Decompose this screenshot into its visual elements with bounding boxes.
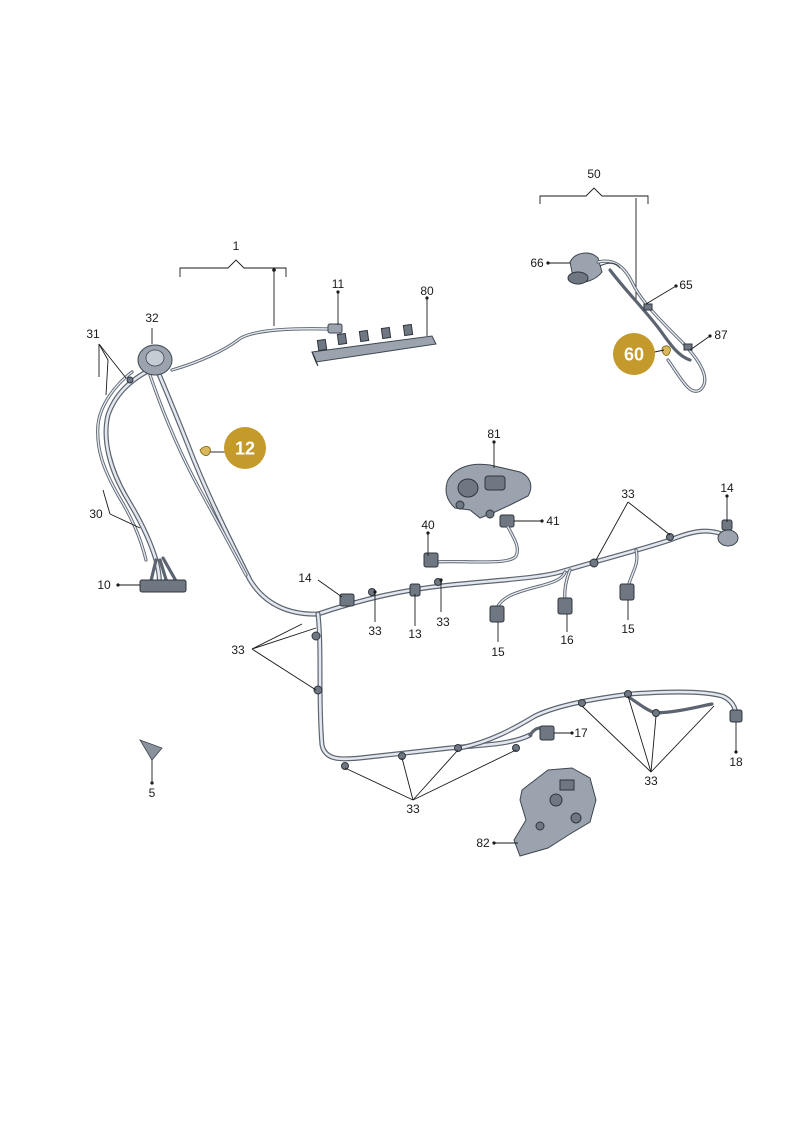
connector-17: [539, 725, 555, 741]
callout-87: 87: [714, 328, 728, 342]
callout-33-mid-left: 33: [368, 624, 382, 638]
connector-11: [327, 323, 343, 334]
callout-81: 81: [487, 427, 501, 441]
callout-33-mid: 33: [436, 615, 450, 629]
callout-33-right: 33: [644, 774, 658, 788]
callout-31: 31: [86, 327, 100, 341]
lock-82: [513, 767, 597, 857]
badge-12[interactable]: 12: [224, 427, 266, 469]
connector-18: [729, 709, 743, 723]
washer-assembly-50: [567, 252, 707, 393]
callout-13: 13: [408, 627, 422, 641]
callout-65: 65: [679, 278, 693, 292]
callout-10: 10: [97, 578, 111, 592]
callout-33-left: 33: [231, 643, 245, 657]
callout-16: 16: [560, 633, 574, 647]
callout-17: 17: [574, 726, 588, 740]
sensor-connector-15-b: [619, 583, 635, 601]
callout-32: 32: [145, 311, 159, 325]
sensor-connector-16: [557, 597, 573, 615]
callout-11: 11: [332, 277, 345, 291]
badge-12-label: 12: [235, 439, 255, 459]
callout-33-top-right: 33: [621, 487, 635, 501]
connector-40: [423, 552, 439, 568]
bracket-1: [179, 259, 287, 326]
connector-14-left: [339, 593, 355, 607]
connector-10: [139, 579, 187, 593]
callout-14-right: 14: [720, 481, 734, 495]
connector-41: [434, 514, 520, 564]
callout-1: 1: [233, 239, 240, 253]
callout-30: 30: [89, 507, 103, 521]
callout-40: 40: [421, 518, 435, 532]
callout-33-bottom: 33: [406, 802, 420, 816]
callout-66: 66: [530, 256, 544, 270]
callout-80: 80: [420, 284, 434, 298]
callout-5: 5: [149, 786, 156, 800]
clip-12: [199, 446, 211, 456]
wiper-motor-81: [445, 463, 532, 519]
callout-15-left: 15: [491, 645, 505, 659]
connector-strip-80: [311, 323, 437, 367]
callout-labels: 1 50 31 32 11 80 30 10 81 40 41 33 14 14…: [86, 167, 743, 850]
bracket-50: [539, 187, 649, 300]
grommet-32: [137, 344, 173, 376]
callout-50: 50: [587, 167, 601, 181]
badge-60-label: 60: [624, 345, 644, 365]
callout-41: 41: [546, 514, 560, 528]
sensor-connector-15-a: [489, 605, 505, 623]
symbol-5: [139, 739, 163, 761]
badge-60[interactable]: 60: [613, 333, 655, 375]
main-harness: [96, 327, 739, 770]
callout-18: 18: [729, 755, 743, 769]
connector-14-right: [717, 519, 739, 547]
callout-15-right: 15: [621, 622, 635, 636]
callout-82: 82: [476, 836, 490, 850]
callout-14-left: 14: [298, 571, 312, 585]
